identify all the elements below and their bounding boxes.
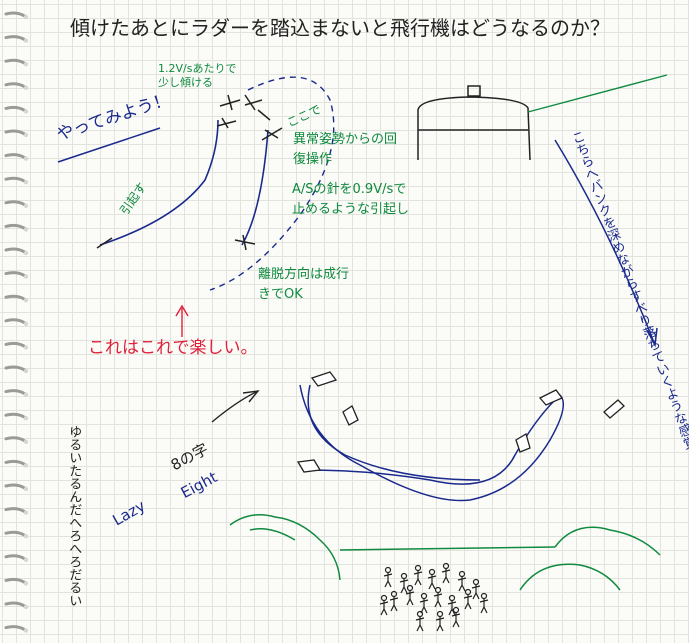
attitude-marks [96,94,283,251]
lazy-words: ゆるいたるんだへろへろだるい [66,425,82,607]
spectator-figure [383,566,393,588]
fun-note: これはこれで楽しい。 [88,338,258,358]
spectator-figure [435,610,445,632]
try-underline [57,127,161,163]
ground-scene [229,514,661,591]
ring-hole [23,368,29,374]
lazy-eight-path [299,384,565,502]
spectator-figure [463,588,473,610]
spectator-figure [457,570,467,592]
ring-hole [23,463,29,468]
ring-hole [23,581,29,586]
spectator-figure [419,592,429,614]
spectator-figure [451,606,461,628]
spectator-figure [447,594,457,616]
ring-hole [23,274,29,279]
airplane-icons [296,371,625,473]
spectator-figure [471,578,481,600]
spectator-figure [441,562,451,584]
ring-hole [23,227,29,232]
pull-up-curve [99,119,269,246]
ring-hole [23,298,29,303]
ring-hole [23,321,29,326]
spectator-figure [415,610,425,632]
spectator-figure [433,586,443,608]
ring-hole [23,180,29,185]
ring-hole [23,132,29,138]
ring-hole [23,156,29,161]
spectator-figure [427,568,437,590]
airspeed-note: A/Sの針を0.9V/sで止めるような引起し [292,182,410,218]
ring-hole [23,392,29,397]
ring-hole [23,439,29,444]
binder-rings [4,11,29,633]
spectator-figure [389,590,399,612]
ring-hole [23,109,29,114]
eight-arrow [211,390,260,423]
spectator-figure [399,572,409,594]
recovery-note: 異常姿勢からの回復操作 [293,132,398,167]
departure-note: 離脱方向は成行きでOK [258,267,350,303]
wing-sketch [417,85,531,161]
ring-hole [23,85,29,91]
spectator-figure [413,564,423,586]
page-title: 傾けたあとにラダーを踏込まないと飛行機はどうなるのか？ [70,16,610,40]
fun-arrow [175,304,189,337]
slip-arrow [554,139,658,348]
ring-hole [23,486,29,492]
ring-hole [23,557,29,562]
spectator-figure [479,592,489,614]
bank-note: 1.2V/sあたりで少し傾ける [158,62,237,89]
ring-hole [23,14,29,20]
ring-hole [23,510,29,515]
ring-hole [23,628,29,633]
spectator-figure [379,594,389,616]
dashed-path [209,76,335,291]
horizon-line [527,74,668,113]
ring-hole [23,250,29,256]
ring-hole [23,61,29,67]
ring-hole [23,203,29,208]
ring-hole [23,345,29,350]
crowd-figures [379,562,489,632]
ring-hole [23,604,29,610]
ring-hole [23,416,29,421]
spectator-figure [405,584,415,606]
ring-hole [23,534,29,539]
ring-hole [23,38,29,43]
